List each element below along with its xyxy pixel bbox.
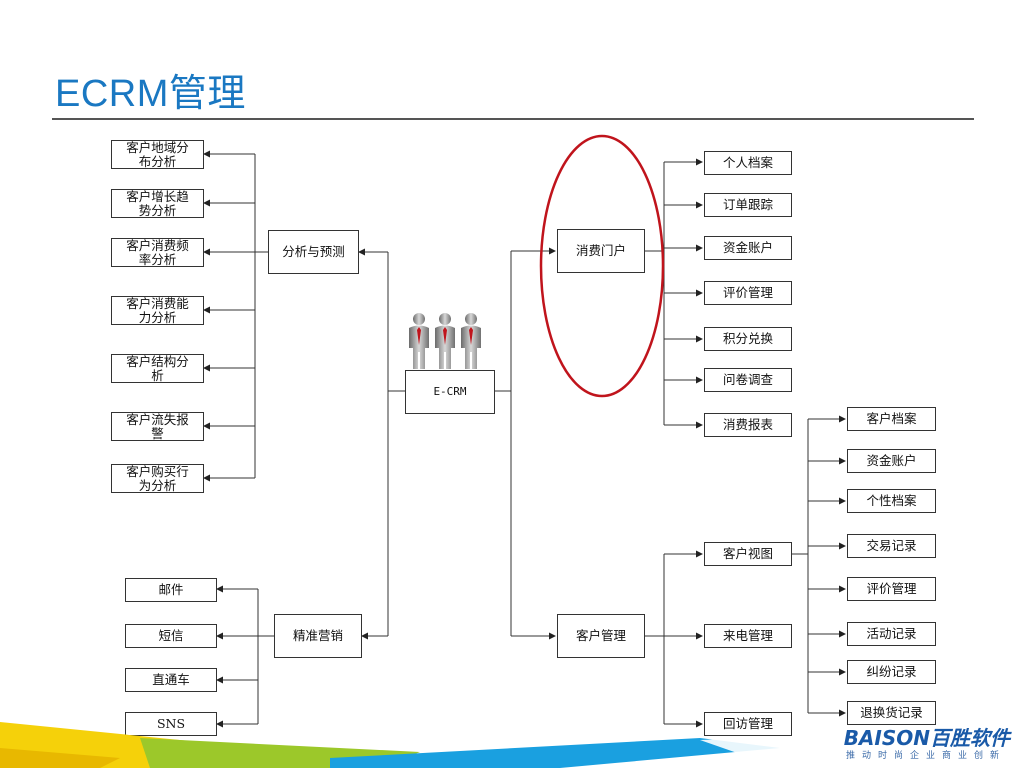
- analysis-item-node: 客户消费能 力分析: [111, 296, 204, 325]
- title-divider: [52, 118, 974, 120]
- analysis-item-node: 客户地域分 布分析: [111, 140, 204, 169]
- portal-item-node: 资金账户: [704, 236, 792, 260]
- marketing-item-node: 直通车: [125, 668, 217, 692]
- portal-item-node: 订单跟踪: [704, 193, 792, 217]
- customer-item-node: 回访管理: [704, 712, 792, 736]
- page-title: ECRM管理: [55, 73, 246, 115]
- view-item-node: 纠纷记录: [847, 660, 936, 684]
- customer-item-node: 客户视图: [704, 542, 792, 566]
- view-item-node: 客户档案: [847, 407, 936, 431]
- view-item-node: 个性档案: [847, 489, 936, 513]
- view-item-node: 退换货记录: [847, 701, 936, 725]
- analysis-item-node: 客户结构分 析: [111, 354, 204, 383]
- marketing-item-node: 邮件: [125, 578, 217, 602]
- portal-item-node: 消费报表: [704, 413, 792, 437]
- portal-item-node: 个人档案: [704, 151, 792, 175]
- analysis-item-node: 客户流失报 警: [111, 412, 204, 441]
- people-icon: [409, 313, 481, 369]
- view-item-node: 活动记录: [847, 622, 936, 646]
- analysis-item-node: 客户消费频 率分析: [111, 238, 204, 267]
- view-item-node: 评价管理: [847, 577, 936, 601]
- portal-item-node: 问卷调查: [704, 368, 792, 392]
- company-slogan: 推动时尚企业商业创新: [845, 751, 1006, 761]
- portal-item-node: 积分兑换: [704, 327, 792, 351]
- center-node-ecrm: E-CRM: [405, 370, 495, 414]
- analysis-item-node: 客户购买行 为分析: [111, 464, 204, 493]
- marketing-hub-node: 精准营销: [274, 614, 362, 658]
- customer-item-node: 来电管理: [704, 624, 792, 648]
- company-logo: BAISON百胜软件: [843, 726, 1010, 750]
- portal-item-node: 评价管理: [704, 281, 792, 305]
- analysis-hub-node: 分析与预测: [268, 230, 359, 274]
- view-item-node: 资金账户: [847, 449, 936, 473]
- analysis-item-node: 客户增长趋 势分析: [111, 189, 204, 218]
- marketing-item-node: 短信: [125, 624, 217, 648]
- customer-hub-node: 客户管理: [557, 614, 645, 658]
- marketing-item-node: SNS: [125, 712, 217, 736]
- view-item-node: 交易记录: [847, 534, 936, 558]
- portal-hub-node: 消费门户: [557, 229, 645, 273]
